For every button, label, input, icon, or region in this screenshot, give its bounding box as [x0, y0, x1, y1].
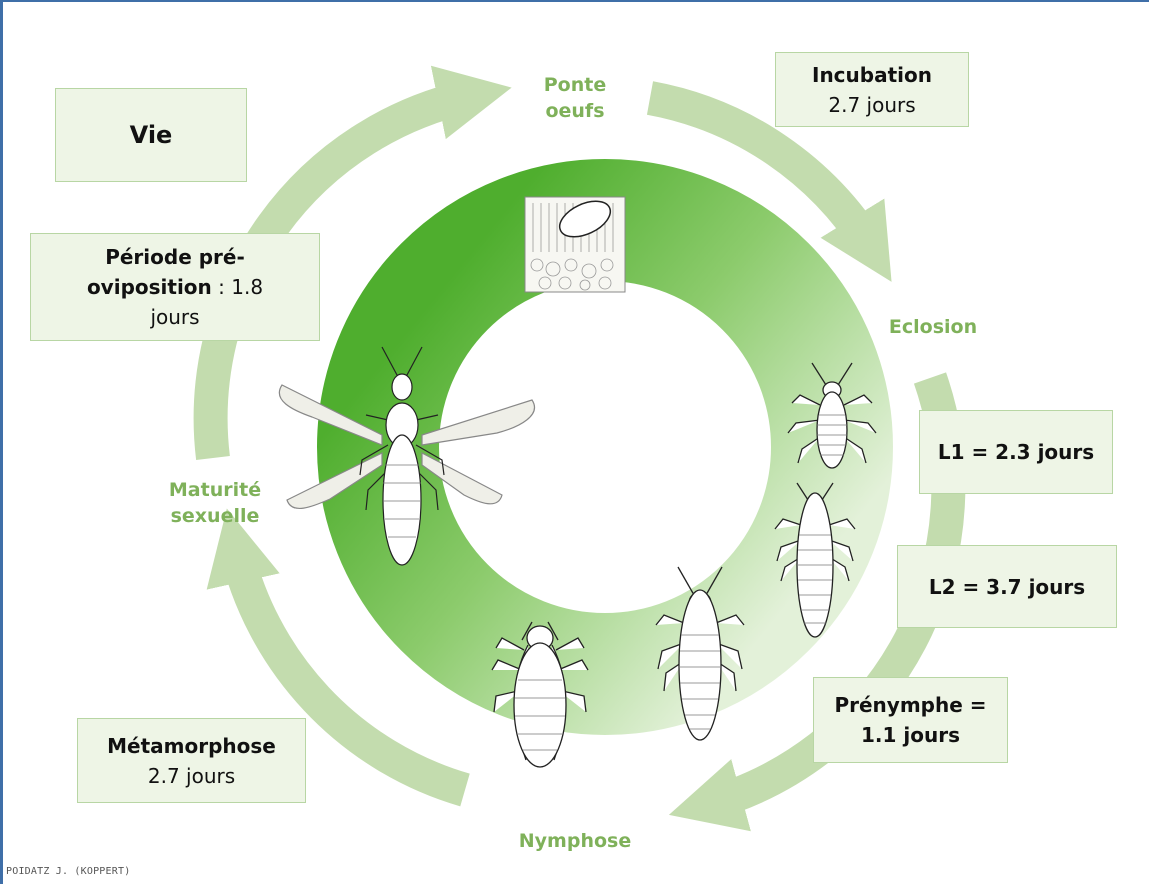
box-prenymphe-line2: 1.1 jours — [861, 720, 960, 750]
box-preoviposition-line2-rest: : 1.8 — [212, 275, 263, 299]
stage-label-eclosion: Eclosion — [878, 314, 988, 340]
box-incubation: Incubation 2.7 jours — [775, 52, 969, 127]
box-preoviposition-line1: Période pré- — [105, 242, 245, 272]
stage-label-ponte-oeufs: Ponte oeufs — [520, 72, 630, 124]
box-incubation-title: Incubation — [812, 60, 932, 90]
box-preoviposition: Période pré- oviposition : 1.8 jours — [30, 233, 320, 341]
stage-ponte-line1: Ponte — [520, 72, 630, 98]
box-vie: Vie — [55, 88, 247, 182]
image-credit: POIDATZ J. (KOPPERT) — [6, 866, 130, 877]
box-l2: L2 = 3.7 jours — [897, 545, 1117, 628]
stage-maturite-line1: Maturité — [145, 477, 285, 503]
stage-label-maturite-sexuelle: Maturité sexuelle — [145, 477, 285, 529]
stage-maturite-line2: sexuelle — [145, 503, 285, 529]
box-preoviposition-line3: jours — [150, 302, 199, 332]
pupa-icon — [492, 622, 588, 767]
stage-label-nymphose: Nymphose — [505, 828, 645, 854]
stage-ponte-line2: oeufs — [520, 98, 630, 124]
box-metamorphose: Métamorphose 2.7 jours — [77, 718, 306, 803]
box-prenymphe-line1: Prénymphe = — [834, 690, 986, 720]
box-l1: L1 = 2.3 jours — [919, 410, 1113, 494]
stage-nymphose-text: Nymphose — [505, 828, 645, 854]
box-l2-text: L2 = 3.7 jours — [929, 572, 1085, 602]
box-metamorphose-value: 2.7 jours — [148, 761, 235, 791]
box-l1-text: L1 = 2.3 jours — [938, 437, 1094, 467]
box-preoviposition-line2-bold: oviposition — [87, 275, 212, 299]
stage-eclosion-text: Eclosion — [878, 314, 988, 340]
box-incubation-value: 2.7 jours — [828, 90, 915, 120]
box-vie-text: Vie — [130, 120, 173, 150]
box-prenymphe: Prénymphe = 1.1 jours — [813, 677, 1008, 763]
egg-icon — [525, 194, 625, 292]
box-metamorphose-title: Métamorphose — [107, 731, 276, 761]
